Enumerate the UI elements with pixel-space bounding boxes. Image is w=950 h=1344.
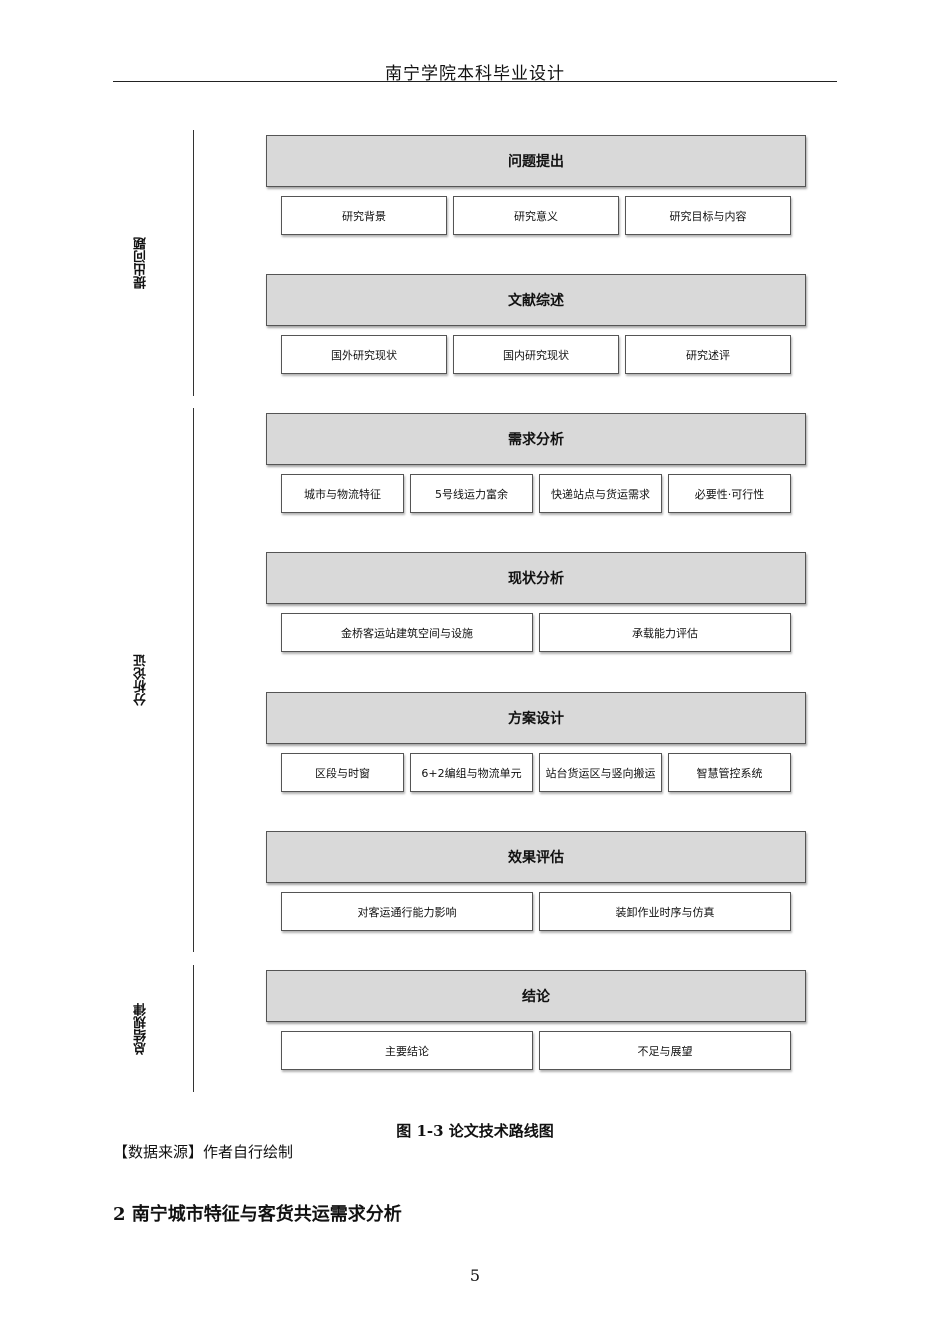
phase-divider-3 xyxy=(193,965,194,1092)
stage-item: 必要性·可行性 xyxy=(668,474,791,513)
stage-item: 金桥客运站建筑空间与设施 xyxy=(281,613,533,652)
stage-title-evaluation: 效果评估 xyxy=(266,831,806,883)
stage-item: 主要结论 xyxy=(281,1031,533,1070)
stage-title-problem: 问题提出 xyxy=(266,135,806,187)
phase-label-summary: 总结规律 xyxy=(134,1002,149,1055)
data-source-note: 【数据来源】作者自行绘制 xyxy=(113,1143,294,1161)
stage-title-demand: 需求分析 xyxy=(266,413,806,465)
stage-item: 国内研究现状 xyxy=(453,335,619,374)
section-heading: 2 南宁城市特征与客货共运需求分析 xyxy=(113,1204,402,1225)
stage-title-literature: 文献综述 xyxy=(266,274,806,326)
stage-item: 区段与时窗 xyxy=(281,753,404,792)
phase-label-analysis: 分析论证 xyxy=(134,654,149,706)
stage-item: 不足与展望 xyxy=(539,1031,791,1070)
stage-item: 研究述评 xyxy=(625,335,791,374)
phase-divider-1 xyxy=(193,130,194,396)
stage-title-conclusion: 结论 xyxy=(266,970,806,1022)
running-header: 南宁学院本科毕业设计 xyxy=(385,64,565,84)
phase-divider-2 xyxy=(193,408,194,952)
stage-item: 国外研究现状 xyxy=(281,335,447,374)
stage-item: 6+2编组与物流单元 xyxy=(410,753,533,792)
figure-caption: 图 1-3 论文技术路线图 xyxy=(396,1122,554,1140)
stage-item: 研究背景 xyxy=(281,196,447,235)
stage-item: 城市与物流特征 xyxy=(281,474,404,513)
stage-title-status: 现状分析 xyxy=(266,552,806,604)
stage-item: 对客运通行能力影响 xyxy=(281,892,533,931)
page-number: 5 xyxy=(469,1266,481,1285)
stage-title-design: 方案设计 xyxy=(266,692,806,744)
stage-item: 站台货运区与竖向搬运 xyxy=(539,753,662,792)
stage-item: 智慧管控系统 xyxy=(668,753,791,792)
stage-item: 5号线运力富余 xyxy=(410,474,533,513)
phase-label-raise-question: 提出问题 xyxy=(134,237,149,289)
stage-item: 快递站点与货运需求 xyxy=(539,474,662,513)
stage-item: 承载能力评估 xyxy=(539,613,791,652)
stage-item: 装卸作业时序与仿真 xyxy=(539,892,791,931)
stage-item: 研究意义 xyxy=(453,196,619,235)
stage-item: 研究目标与内容 xyxy=(625,196,791,235)
header-rule xyxy=(113,81,837,82)
